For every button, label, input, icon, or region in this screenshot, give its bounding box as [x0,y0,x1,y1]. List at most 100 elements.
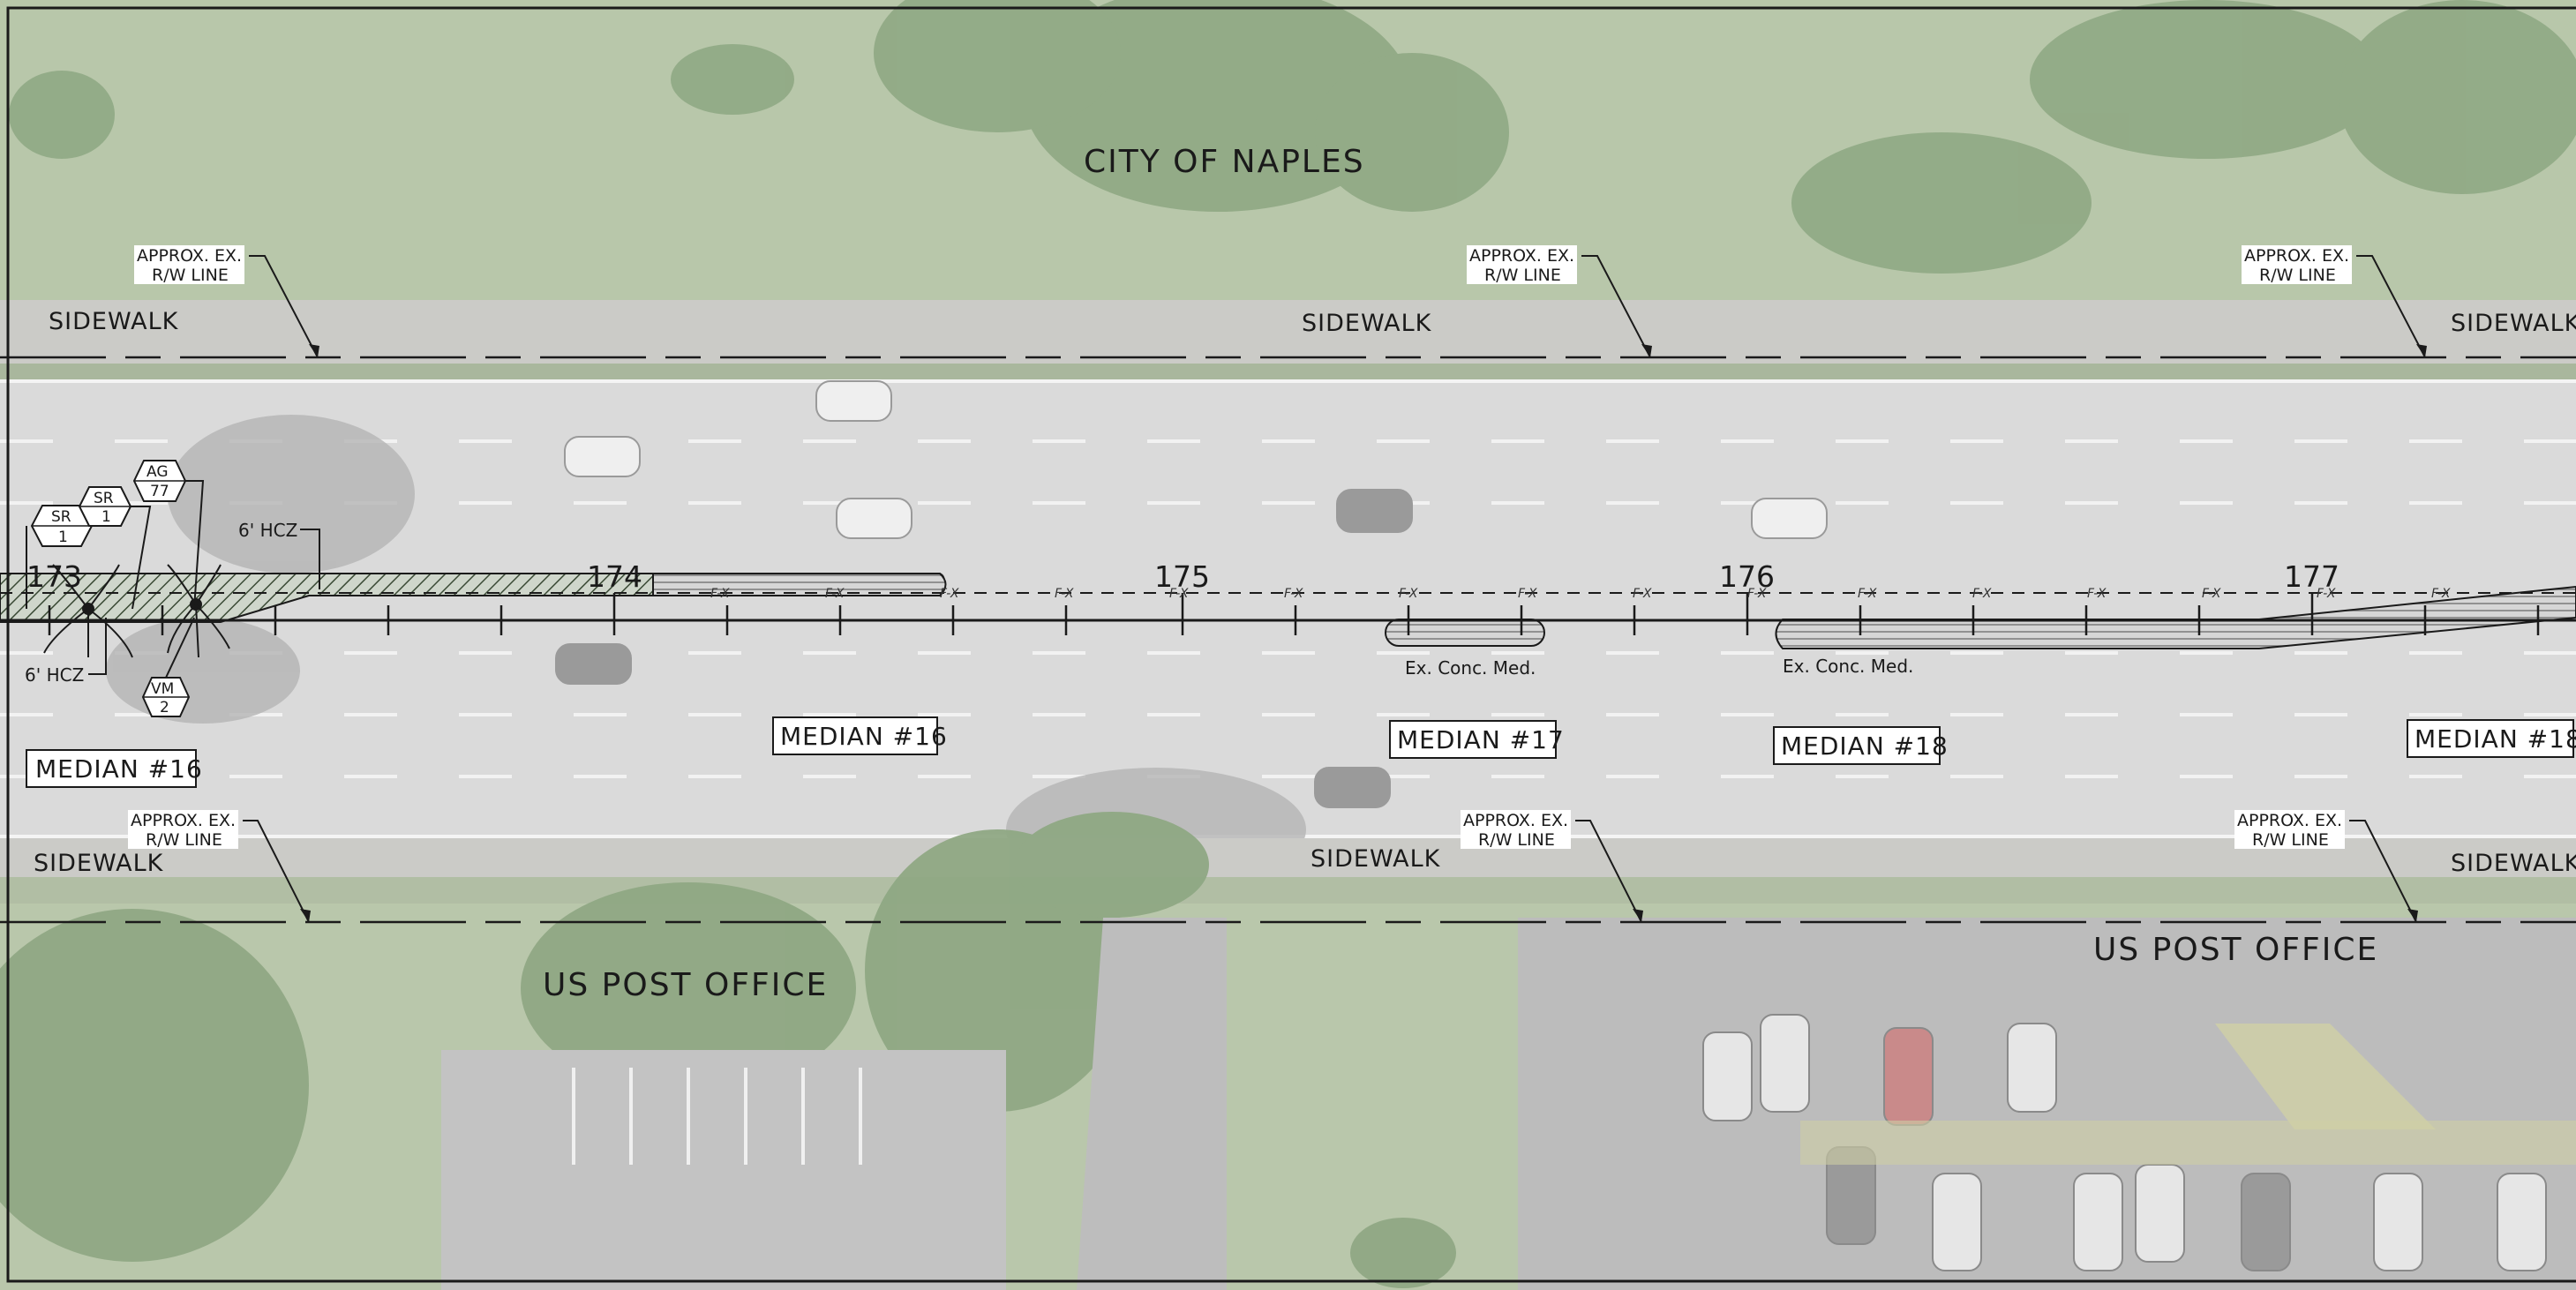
hex-tag: SR 1 [78,486,132,527]
hex-tag-bottom: 1 [101,508,111,526]
fiber-marker: F-X [1284,587,1303,601]
median-label: MEDIAN #17 [1389,720,1565,759]
fiber-marker: F-X [1858,587,1877,601]
rw-callout-line2: R/W LINE [2259,266,2336,285]
station-177: 177 [2284,559,2339,594]
hex-tag-top: AG [146,463,169,481]
median-label: MEDIAN #16 [772,716,948,755]
median-label-text: MEDIAN #16 [35,754,203,784]
hex-tag-bottom: 2 [160,699,169,716]
sidewalk-label: SIDEWALK [2451,850,2576,877]
fiber-marker: F-X [2431,587,2451,601]
sidewalk-labels: SIDEWALK SIDEWALK SIDEWALK SIDEWALK SIDE… [34,308,2576,877]
fiber-marker: F-X [2202,587,2221,601]
median-label: MEDIAN #18 [1773,726,1949,765]
rw-callout-line2: R/W LINE [1484,266,1561,285]
sidewalk-label: SIDEWALK [1302,310,1432,337]
rw-callout-line2: R/W LINE [152,266,229,285]
station-labels: 173 174 175 176 177 [26,559,2339,594]
yellow-markings [1800,1121,2576,1165]
area-label-city-of-naples: CITY OF NAPLES [1084,144,1365,180]
median-label-text: MEDIAN #17 [1397,725,1565,754]
fiber-marker: F-X [1169,587,1189,601]
tag-leaders [26,480,205,679]
station-174: 174 [587,559,642,594]
north-verge [0,364,2576,379]
hex-tag-top: VM [151,680,174,698]
driveway [1077,918,1227,1290]
hcz-leader [300,529,320,589]
rw-callout-line1: APPROX. EX. [1463,811,1568,830]
hex-tag-bottom: 77 [150,483,169,500]
median-label: MEDIAN #16 [26,749,203,788]
fiber-markers: F-X F-X F-X F-X F-X F-X F-X F-X F-X F-X … [710,587,2451,601]
hex-tag: AG 77 [132,460,187,502]
north-trees [9,0,2576,274]
existing-median-18 [1775,585,2576,649]
sidewalk-label: SIDEWALK [49,308,179,335]
parking-lot-west [441,1050,1006,1290]
fiber-marker: F-X [1972,587,1992,601]
sheet-border [6,6,2576,1283]
hex-tag: VM 2 [141,677,191,717]
rw-callout: APPROX. EX. R/W LINE [134,245,319,358]
rw-callout-line2: R/W LINE [1478,830,1555,850]
fiber-marker: F-X [1518,587,1537,601]
rw-callout-line1: APPROX. EX. [2237,811,2342,830]
median-label: MEDIAN #18 [2407,719,2576,758]
sidewalk-label: SIDEWALK [1311,845,1441,873]
north-sidewalk [0,300,2576,364]
parking-cars-east [1702,1014,2547,1271]
rw-callout-line1: APPROX. EX. [137,246,242,266]
fiber-marker: F-X [710,587,730,601]
fiber-marker: F-X [825,587,845,601]
hcz-note: 6' HCZ [238,520,297,541]
rw-callout: APPROX. EX. R/W LINE [2234,810,2418,923]
station-176: 176 [1719,559,1775,594]
rw-callout-line2: R/W LINE [146,830,222,850]
rw-callout-line1: APPROX. EX. [2244,246,2349,266]
palm-symbol [43,564,133,658]
fiber-marker: F-X [2087,587,2107,601]
area-label-post-office: US POST OFFICE [2093,932,2378,968]
median-label-text: MEDIAN #18 [1781,731,1949,761]
fiber-marker: F-X [940,587,959,601]
sidewalk-label: SIDEWALK [2451,310,2576,337]
hex-tag-top: SR [51,508,71,526]
lane-stripes [0,439,2576,778]
rw-callout-line1: APPROX. EX. [1469,246,1574,266]
rw-callout: APPROX. EX. R/W LINE [128,810,311,923]
median-label-text: MEDIAN #16 [780,722,948,751]
station-175: 175 [1154,559,1210,594]
hcz-leader [88,618,107,675]
sidewalk-label: SIDEWALK [34,850,164,877]
median-label-text: MEDIAN #18 [2415,724,2576,754]
roadway-pavement [0,379,2576,838]
fiber-marker: F-X [1633,587,1652,601]
area-label-post-office: US POST OFFICE [543,967,828,1003]
hex-tag-top: SR [94,490,114,507]
fiber-marker: F-X [1055,587,1074,601]
fiber-marker: F-X [1399,587,1418,601]
rw-callout: APPROX. EX. R/W LINE [2242,245,2427,358]
hex-tag-bottom: 1 [58,529,68,546]
hex-tag: SR 1 [30,505,94,547]
rw-callout-line1: APPROX. EX. [131,811,236,830]
fiber-marker: F-X [2317,587,2336,601]
rw-callout: APPROX. EX. R/W LINE [1461,810,1643,923]
rw-callout-line2: R/W LINE [2252,830,2329,850]
hcz-note: 6' HCZ [25,664,84,686]
palm-symbol [167,564,230,658]
existing-median-note: Ex. Conc. Med. [1405,657,1536,679]
baseline-ticks [48,593,2540,635]
parking-stripes-west [572,1068,862,1165]
fiber-marker: F-X [1747,587,1767,601]
median-16 [0,573,947,623]
south-verge [0,877,2576,904]
existing-median-note: Ex. Conc. Med. [1783,656,1913,677]
rw-lines [0,356,2576,924]
south-sidewalk [0,838,2576,877]
rw-callout: APPROX. EX. R/W LINE [1467,245,1652,358]
